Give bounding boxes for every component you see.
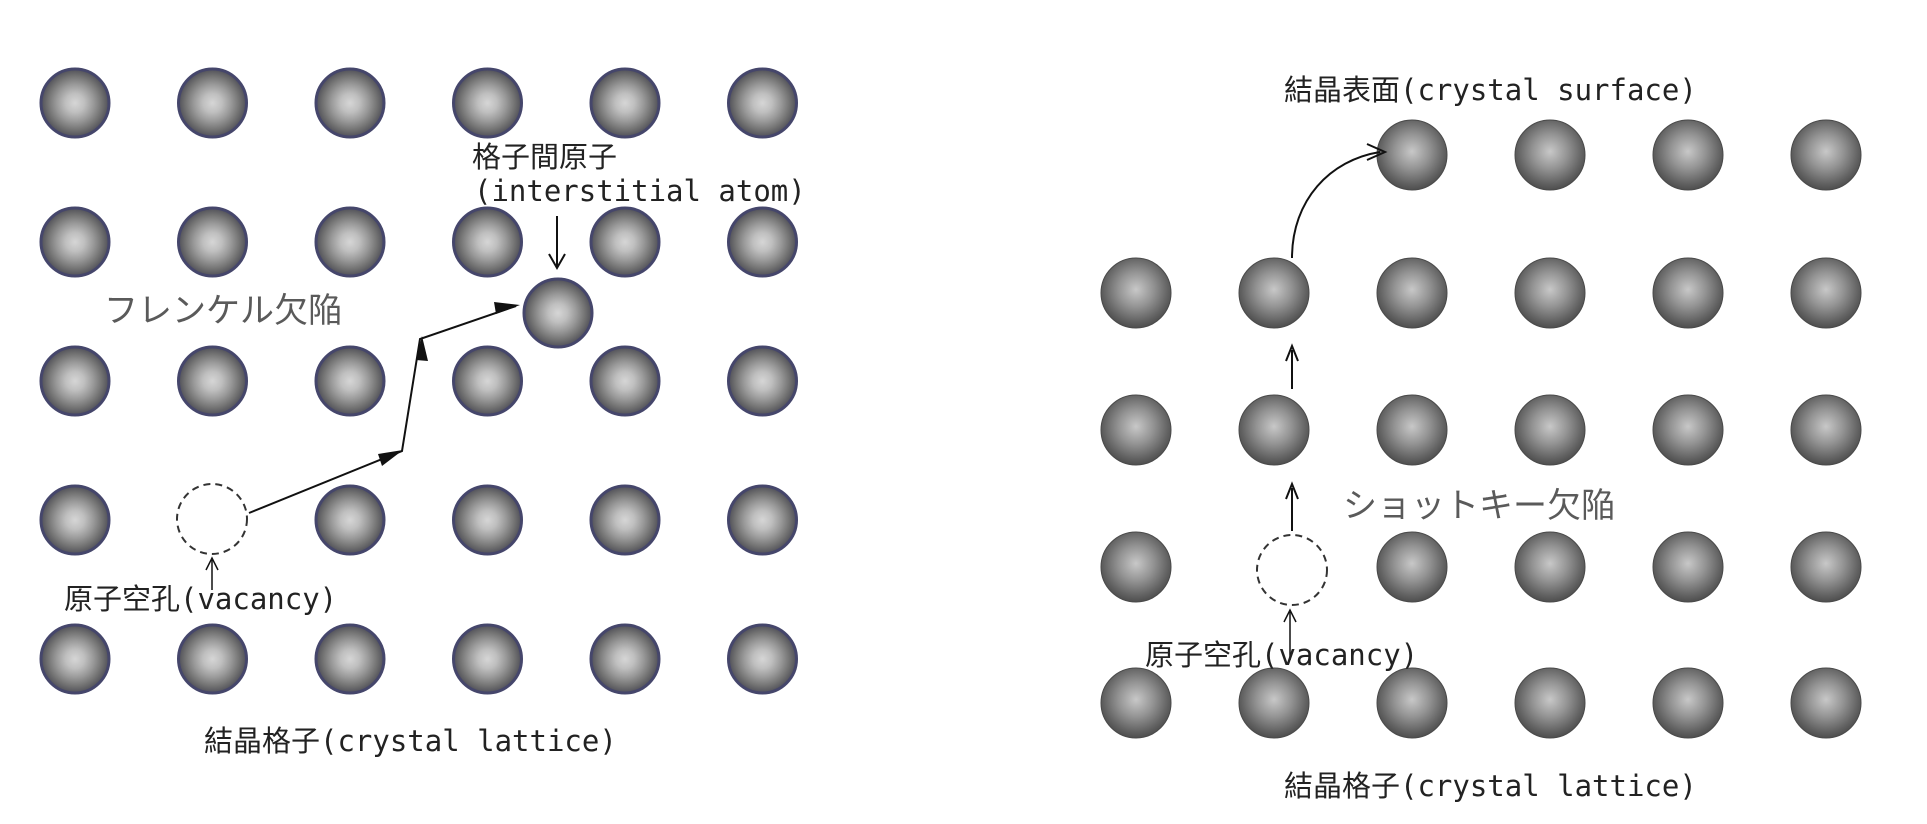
lattice-atom [1790, 531, 1862, 603]
lattice-atom [39, 67, 111, 139]
lattice-atom [727, 484, 798, 556]
lattice-atom [314, 623, 386, 695]
lattice-atom [1238, 257, 1310, 329]
frenkel-panel: 格子間原子 (interstitial atom) フレンケル欠陥 原子空孔(v… [39, 67, 806, 758]
lattice-atom [589, 623, 661, 695]
schottky-surface-arrow [1291, 151, 1381, 259]
lattice-atom [1376, 257, 1448, 329]
interstitial-pointer-head [548, 253, 566, 271]
lattice-atom [1238, 394, 1310, 466]
lattice-atom [452, 67, 523, 139]
lattice-atom [452, 623, 523, 695]
frenkel-defect-label: フレンケル欠陥 [104, 291, 342, 331]
lattice-atom [1790, 119, 1862, 191]
lattice-atom [727, 345, 798, 417]
lattice-atom [39, 345, 111, 417]
lattice-atom [39, 484, 111, 556]
lattice-atom [589, 67, 661, 139]
lattice-atom [1790, 394, 1862, 466]
schottky-defect-label: ショットキー欠陥 [1343, 486, 1615, 526]
lattice-atom [1514, 394, 1586, 466]
lattice-atom [1652, 531, 1724, 603]
schottky-lattice [1100, 119, 1862, 739]
lattice-atom [589, 206, 661, 278]
lattice-atom [177, 206, 248, 278]
schottky-surface-label: 結晶表面(crystal surface) [1284, 73, 1697, 107]
lattice-atom [1100, 531, 1172, 603]
lattice-atom [727, 206, 798, 278]
arrowhead-1 [378, 450, 403, 466]
frenkel-vacancy-label: 原子空孔(vacancy) [64, 582, 337, 616]
lattice-atom [1790, 667, 1862, 739]
lattice-atom [589, 484, 661, 556]
interstitial-label-en: (interstitial atom) [474, 174, 806, 208]
lattice-atom [452, 206, 523, 278]
arrowhead-3 [494, 302, 520, 314]
lattice-atom [177, 67, 248, 139]
frenkel-lattice [39, 67, 798, 695]
lattice-atom [589, 345, 661, 417]
lattice-atom [314, 345, 386, 417]
frenkel-lattice-label: 結晶格子(crystal lattice) [204, 724, 617, 758]
lattice-atom [314, 67, 386, 139]
lattice-atom [1376, 119, 1448, 191]
lattice-atom [1376, 667, 1448, 739]
lattice-atom [1514, 257, 1586, 329]
schottky-panel: 結晶表面(crystal surface) ショットキー欠陥 原子空孔(vaca… [1100, 73, 1862, 803]
interstitial-label-jp: 格子間原子 [472, 140, 617, 174]
lattice-atom [314, 484, 386, 556]
schottky-up-arrow-2-head [1285, 343, 1299, 362]
vacancy-pointer-head [205, 556, 219, 571]
lattice-atom [1514, 531, 1586, 603]
frenkel-migration-arrow [248, 305, 517, 514]
lattice-atom [1100, 667, 1172, 739]
lattice-atom [177, 623, 248, 695]
lattice-atom [1652, 257, 1724, 329]
schottky-vacancy [1256, 534, 1328, 606]
arrowhead-2 [416, 336, 428, 361]
schottky-surface-arrow-head [1366, 143, 1388, 161]
lattice-atom [314, 206, 386, 278]
schottky-lattice-label: 結晶格子(crystal lattice) [1284, 769, 1697, 803]
lattice-atom [727, 623, 798, 695]
lattice-atom [452, 484, 523, 556]
lattice-atom [1100, 394, 1172, 466]
lattice-atom [1790, 257, 1862, 329]
frenkel-vacancy [176, 483, 248, 555]
lattice-atom [1652, 394, 1724, 466]
lattice-atom [39, 206, 111, 278]
lattice-atom [39, 623, 111, 695]
lattice-atom [1514, 667, 1586, 739]
lattice-atom [452, 345, 523, 417]
lattice-atom [1238, 667, 1310, 739]
interstitial-atom [522, 277, 594, 349]
schottky-up-arrow-1-head [1285, 481, 1299, 500]
lattice-atom [177, 345, 248, 417]
lattice-atom [1652, 667, 1724, 739]
lattice-atom [1514, 119, 1586, 191]
lattice-atom [1376, 394, 1448, 466]
schottky-vacancy-pointer-head [1283, 608, 1297, 623]
schottky-vacancy-label: 原子空孔(vacancy) [1145, 638, 1418, 672]
lattice-atom [1100, 257, 1172, 329]
lattice-atom [1652, 119, 1724, 191]
lattice-atom [1376, 531, 1448, 603]
lattice-atom [727, 67, 798, 139]
